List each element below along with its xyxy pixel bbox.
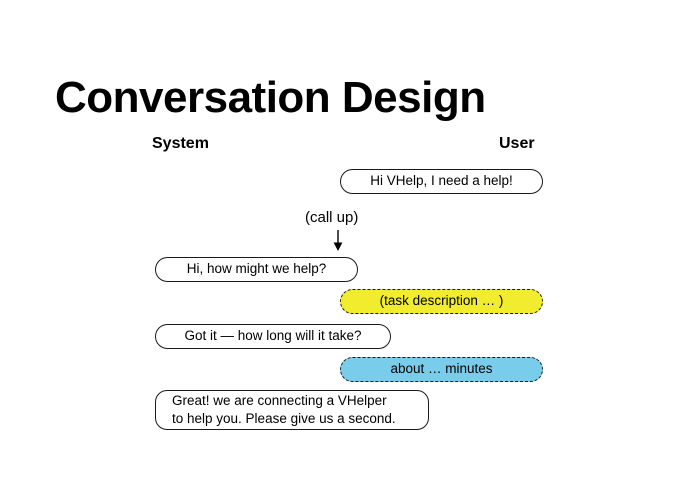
column-header-system: System <box>152 135 209 152</box>
call-up-label: (call up) <box>305 209 359 226</box>
message-bubble-user-3: about … minutes <box>340 357 543 382</box>
message-bubble-system-3: Great! we are connecting a VHelper to he… <box>155 390 429 430</box>
message-bubble-user-1: Hi VHelp, I need a help! <box>340 169 543 194</box>
message-bubble-system-2: Got it — how long will it take? <box>155 324 391 349</box>
column-header-user: User <box>499 135 535 152</box>
arrow-down-icon <box>330 230 346 252</box>
page-title: Conversation Design <box>55 73 486 122</box>
message-line-1: Great! we are connecting a VHelper <box>172 392 387 408</box>
message-bubble-user-2: (task description … ) <box>340 289 543 314</box>
message-line-2: to help you. Please give us a second. <box>172 411 396 426</box>
message-bubble-system-1: Hi, how might we help? <box>155 257 358 282</box>
